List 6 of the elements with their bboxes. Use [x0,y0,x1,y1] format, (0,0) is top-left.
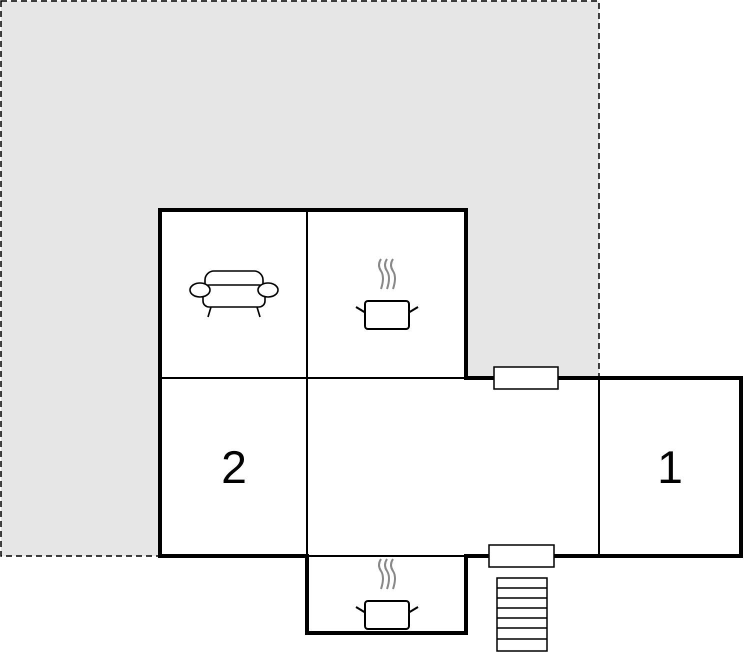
room-number: 2 [221,444,247,490]
room [160,210,308,379]
room [306,210,467,379]
room [160,377,308,557]
room [306,377,600,557]
room-number: 1 [657,444,683,490]
